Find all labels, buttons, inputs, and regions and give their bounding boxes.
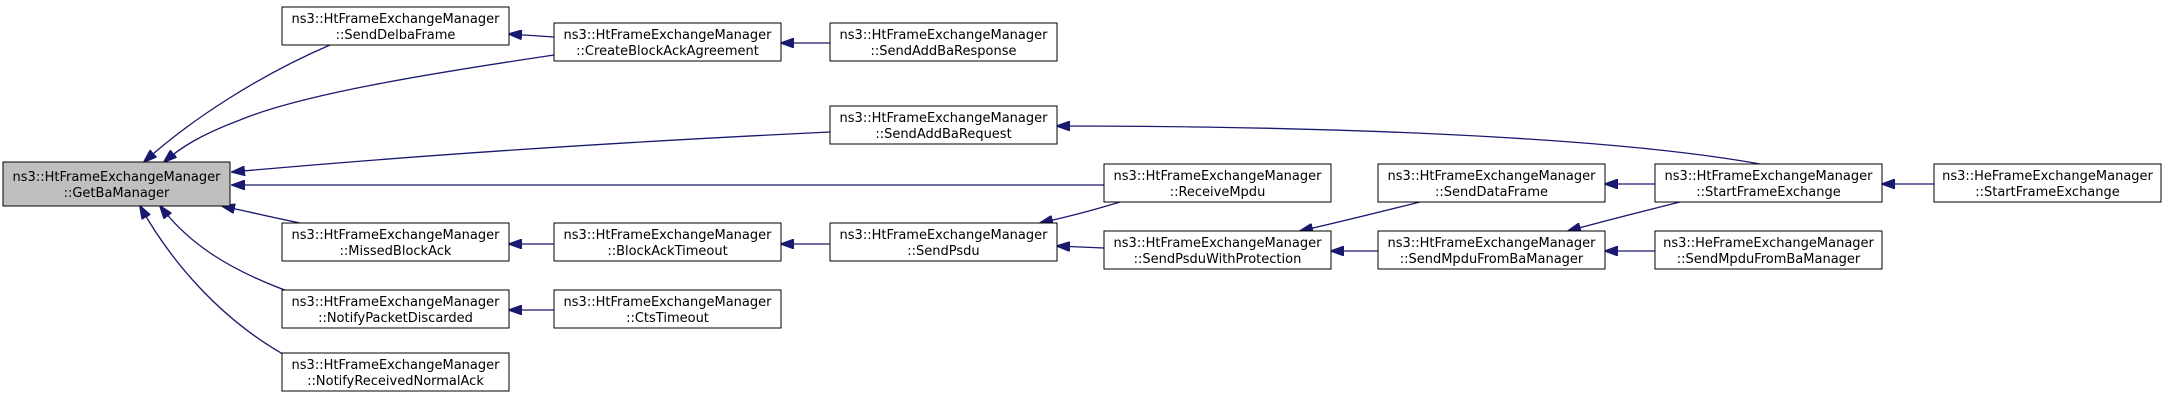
node-box	[281, 6, 510, 46]
node-class-label: ns3::HtFrameExchangeManager	[1388, 236, 1597, 251]
node-receivempdu[interactable]: ns3::HtFrameExchangeManager::ReceiveMpdu	[1103, 163, 1332, 203]
node-method-label: ::MissedBlockAck	[340, 244, 452, 259]
node-box	[1377, 230, 1606, 270]
edge-createblockackagreement-to-senddelbaframe	[509, 34, 555, 37]
edge-createblockackagreement-to-getbamanager	[164, 54, 555, 162]
node-class-label: ns3::HtFrameExchangeManager	[1388, 169, 1597, 184]
node-method-label: ::NotifyPacketDiscarded	[318, 311, 473, 326]
node-method-label: ::GetBaManager	[64, 186, 170, 201]
edge-missedblockack-to-getbamanager	[222, 206, 301, 224]
node-method-label: ::SendPsduWithProtection	[1134, 252, 1302, 267]
node-box	[1654, 230, 1883, 270]
node-box	[553, 222, 782, 262]
edge-senddataframe-to-sendpsduwithprotection	[1300, 201, 1421, 231]
node-method-label: ::SendMpduFromBaManager	[1400, 252, 1584, 267]
node-method-label: ::BlockAckTimeout	[607, 244, 727, 259]
node-method-label: ::NotifyReceivedNormalAck	[307, 374, 484, 389]
node-box	[1933, 163, 2162, 203]
node-class-label: ns3::HtFrameExchangeManager	[13, 170, 222, 185]
node-sendpsdu[interactable]: ns3::HtFrameExchangeManager::SendPsdu	[829, 222, 1058, 262]
node-createblockackagreement[interactable]: ns3::HtFrameExchangeManager::CreateBlock…	[553, 22, 782, 62]
edge-ht-startframeexchange-to-sendmpdufrombamanager	[1568, 201, 1681, 231]
node-box	[553, 289, 782, 329]
node-missedblockack[interactable]: ns3::HtFrameExchangeManager::MissedBlock…	[281, 222, 510, 262]
node-method-label: ::SendDelbaFrame	[336, 28, 456, 43]
node-method-label: ::SendMpduFromBaManager	[1677, 252, 1861, 267]
edge-layer	[140, 34, 1934, 359]
node-he-sendmpdufrombamanager[interactable]: ns3::HeFrameExchangeManager::SendMpduFro…	[1654, 230, 1883, 270]
node-box	[1103, 230, 1332, 270]
node-method-label: ::CtsTimeout	[626, 311, 709, 326]
node-he-startframeexchange[interactable]: ns3::HeFrameExchangeManager::StartFrameE…	[1933, 163, 2162, 203]
node-notifyreceivednormalack[interactable]: ns3::HtFrameExchangeManager::NotifyRecei…	[281, 352, 510, 392]
edge-notifypacketdiscarded-to-getbamanager	[160, 206, 291, 293]
node-sendaddbaresponse[interactable]: ns3::HtFrameExchangeManager::SendAddBaRe…	[829, 22, 1058, 62]
node-class-label: ns3::HtFrameExchangeManager	[1665, 169, 1874, 184]
node-class-label: ns3::HtFrameExchangeManager	[564, 295, 773, 310]
node-layer: ns3::HtFrameExchangeManager::GetBaManage…	[2, 6, 2162, 392]
node-notifypacketdiscarded[interactable]: ns3::HtFrameExchangeManager::NotifyPacke…	[281, 289, 510, 329]
edge-sendpsduwithprotection-to-sendpsdu	[1057, 246, 1105, 248]
node-senddelbaframe[interactable]: ns3::HtFrameExchangeManager::SendDelbaFr…	[281, 6, 510, 46]
node-box	[829, 222, 1058, 262]
edge-notifyreceivednormalack-to-getbamanager	[140, 206, 291, 359]
node-method-label: ::SendAddBaRequest	[875, 127, 1011, 142]
node-method-label: ::StartFrameExchange	[1975, 185, 2120, 200]
node-box	[1654, 163, 1883, 203]
node-class-label: ns3::HtFrameExchangeManager	[840, 111, 1049, 126]
node-box	[281, 352, 510, 392]
node-box	[2, 161, 231, 207]
node-class-label: ns3::HtFrameExchangeManager	[292, 358, 501, 373]
node-method-label: ::SendDataFrame	[1435, 185, 1548, 200]
node-method-label: ::SendPsdu	[907, 244, 979, 259]
node-class-label: ns3::HeFrameExchangeManager	[1663, 236, 1874, 251]
node-box	[829, 105, 1058, 145]
node-class-label: ns3::HtFrameExchangeManager	[840, 28, 1049, 43]
node-class-label: ns3::HtFrameExchangeManager	[1114, 236, 1323, 251]
node-class-label: ns3::HeFrameExchangeManager	[1942, 169, 2153, 184]
edge-sendaddbarequest-to-getbamanager	[232, 131, 831, 172]
node-senddataframe[interactable]: ns3::HtFrameExchangeManager::SendDataFra…	[1377, 163, 1606, 203]
node-ht-startframeexchange[interactable]: ns3::HtFrameExchangeManager::StartFrameE…	[1654, 163, 1883, 203]
node-blockacktimeout[interactable]: ns3::HtFrameExchangeManager::BlockAckTim…	[553, 222, 782, 262]
edge-ht-startframeexchange-to-sendaddbarequest	[1057, 126, 1761, 165]
node-class-label: ns3::HtFrameExchangeManager	[564, 228, 773, 243]
node-method-label: ::ReceiveMpdu	[1170, 185, 1266, 200]
node-class-label: ns3::HtFrameExchangeManager	[564, 28, 773, 43]
node-sendmpdufrombamanager[interactable]: ns3::HtFrameExchangeManager::SendMpduFro…	[1377, 230, 1606, 270]
node-class-label: ns3::HtFrameExchangeManager	[292, 228, 501, 243]
node-class-label: ns3::HtFrameExchangeManager	[1114, 169, 1323, 184]
node-box	[281, 289, 510, 329]
node-method-label: ::SendAddBaResponse	[871, 44, 1017, 59]
edge-sendpsdu-to-receivempdu	[1040, 201, 1121, 223]
node-class-label: ns3::HtFrameExchangeManager	[840, 228, 1049, 243]
node-box	[1103, 163, 1332, 203]
node-ctstimeout[interactable]: ns3::HtFrameExchangeManager::CtsTimeout	[553, 289, 782, 329]
node-sendpsduwithprotection[interactable]: ns3::HtFrameExchangeManager::SendPsduWit…	[1103, 230, 1332, 270]
node-sendaddbarequest[interactable]: ns3::HtFrameExchangeManager::SendAddBaRe…	[829, 105, 1058, 145]
node-class-label: ns3::HtFrameExchangeManager	[292, 12, 501, 27]
node-class-label: ns3::HtFrameExchangeManager	[292, 295, 501, 310]
node-box	[553, 22, 782, 62]
node-box	[281, 222, 510, 262]
node-box	[829, 22, 1058, 62]
node-method-label: ::StartFrameExchange	[1696, 185, 1841, 200]
node-method-label: ::CreateBlockAckAgreement	[576, 44, 759, 59]
node-box	[1377, 163, 1606, 203]
edge-senddelbaframe-to-getbamanager	[144, 44, 331, 162]
node-getbamanager[interactable]: ns3::HtFrameExchangeManager::GetBaManage…	[2, 161, 231, 207]
